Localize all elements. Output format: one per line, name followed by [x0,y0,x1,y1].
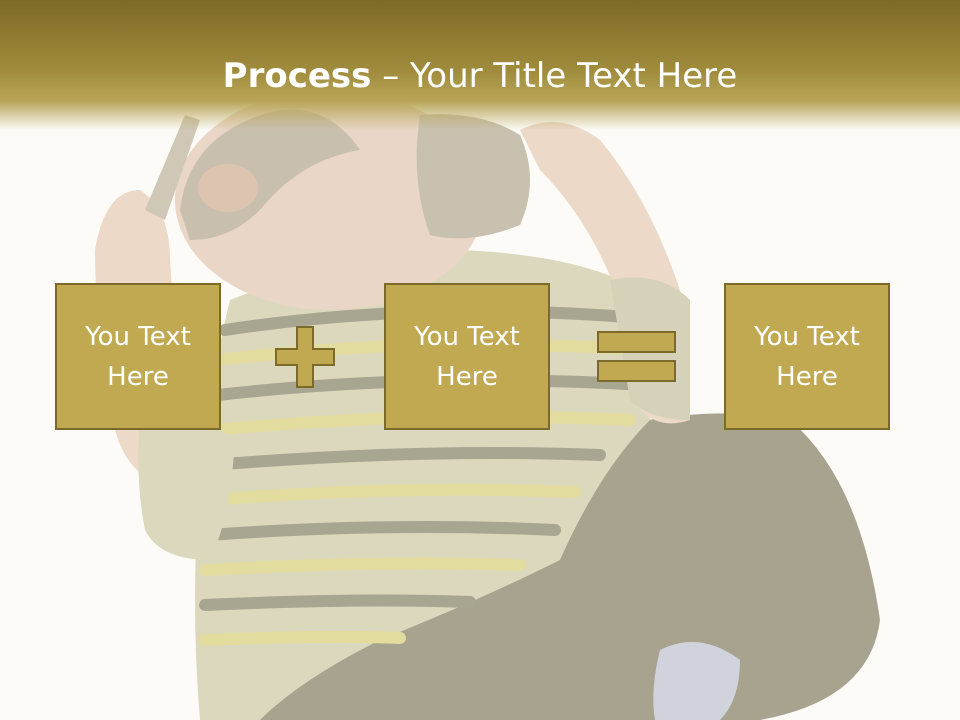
title-bold: Process [222,56,372,96]
process-box-2[interactable]: You Text Here [384,283,550,430]
title-bar: Process – Your Title Text Here [0,0,960,130]
process-box-3[interactable]: You Text Here [724,283,890,430]
title-text: Your Title Text Here [410,56,738,96]
slide-title[interactable]: Process – Your Title Text Here [0,54,960,98]
process-box-1[interactable]: You Text Here [55,283,221,430]
equals-icon [597,331,676,382]
process-box-3-text: You Text Here [754,321,860,392]
process-box-2-text: You Text Here [414,321,520,392]
process-box-1-text: You Text Here [85,321,191,392]
plus-icon [275,326,335,388]
title-separator: – [371,56,411,96]
